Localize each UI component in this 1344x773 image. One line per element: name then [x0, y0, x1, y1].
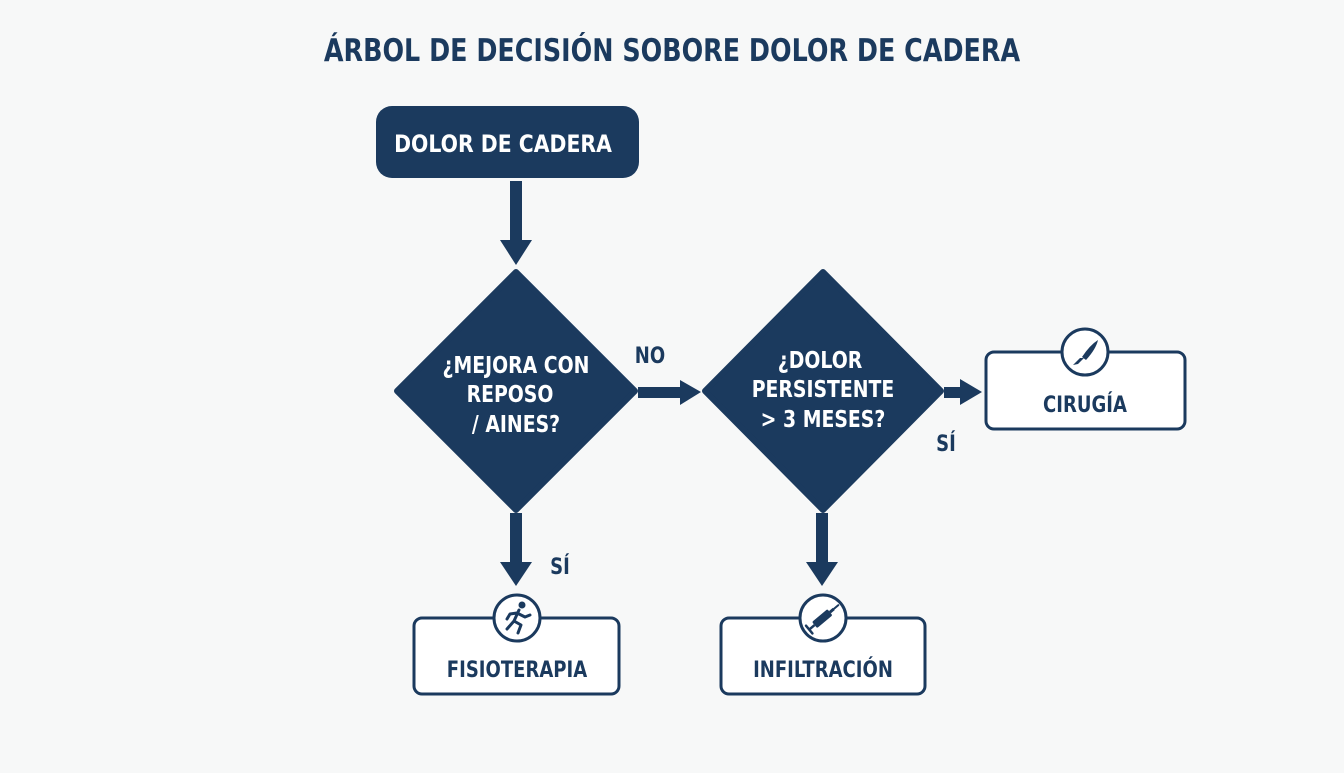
scalpel-icon	[1060, 327, 1110, 377]
syringe-icon	[798, 593, 848, 643]
decision-node-persistent-line-3: > 3 MESES?	[761, 405, 886, 432]
start-node-label: DOLOR DE CADERA	[394, 130, 612, 158]
outcome-surgery-label: CIRUGÍA	[1043, 391, 1127, 417]
decision-node-persistent-line-2: PERSISTENTE	[752, 375, 895, 402]
decision-node-rest-line-1: ¿MEJORA CON	[443, 351, 590, 378]
running-person-icon	[492, 593, 542, 643]
decision-node-persistent: ¿DOLOR PERSISTENTE > 3 MESES?	[702, 269, 944, 513]
edge-label-yes-2: SÍ	[936, 430, 956, 456]
arrow-decision2-down	[806, 513, 838, 586]
arrow-decision1-no	[638, 380, 701, 405]
outcome-physiotherapy: FISIOTERAPIA	[412, 593, 621, 696]
start-node: DOLOR DE CADERA	[376, 106, 639, 178]
arrow-decision1-yes	[500, 513, 532, 586]
diagram-title: ÁRBOL DE DECISIÓN SOBORE DOLOR DE CADERA	[324, 31, 1020, 68]
arrow-decision2-yes	[944, 379, 982, 405]
decision-node-rest-line-2: REPOSO	[467, 380, 554, 407]
outcome-infiltration-label: INFILTRACIÓN	[753, 656, 893, 682]
outcome-physiotherapy-label: FISIOTERAPIA	[447, 656, 588, 682]
outcome-surgery: CIRUGÍA	[984, 327, 1187, 431]
outcome-infiltration: INFILTRACIÓN	[719, 593, 927, 696]
edge-label-no: NO	[635, 342, 665, 368]
decision-node-rest: ¿MEJORA CON REPOSO / AINES?	[394, 269, 638, 513]
decision-node-persistent-line-1: ¿DOLOR	[778, 346, 862, 373]
edge-label-yes-1: SÍ	[550, 553, 570, 579]
decision-node-rest-line-3: / AINES?	[472, 410, 560, 437]
arrow-start-to-decision1	[500, 181, 532, 265]
